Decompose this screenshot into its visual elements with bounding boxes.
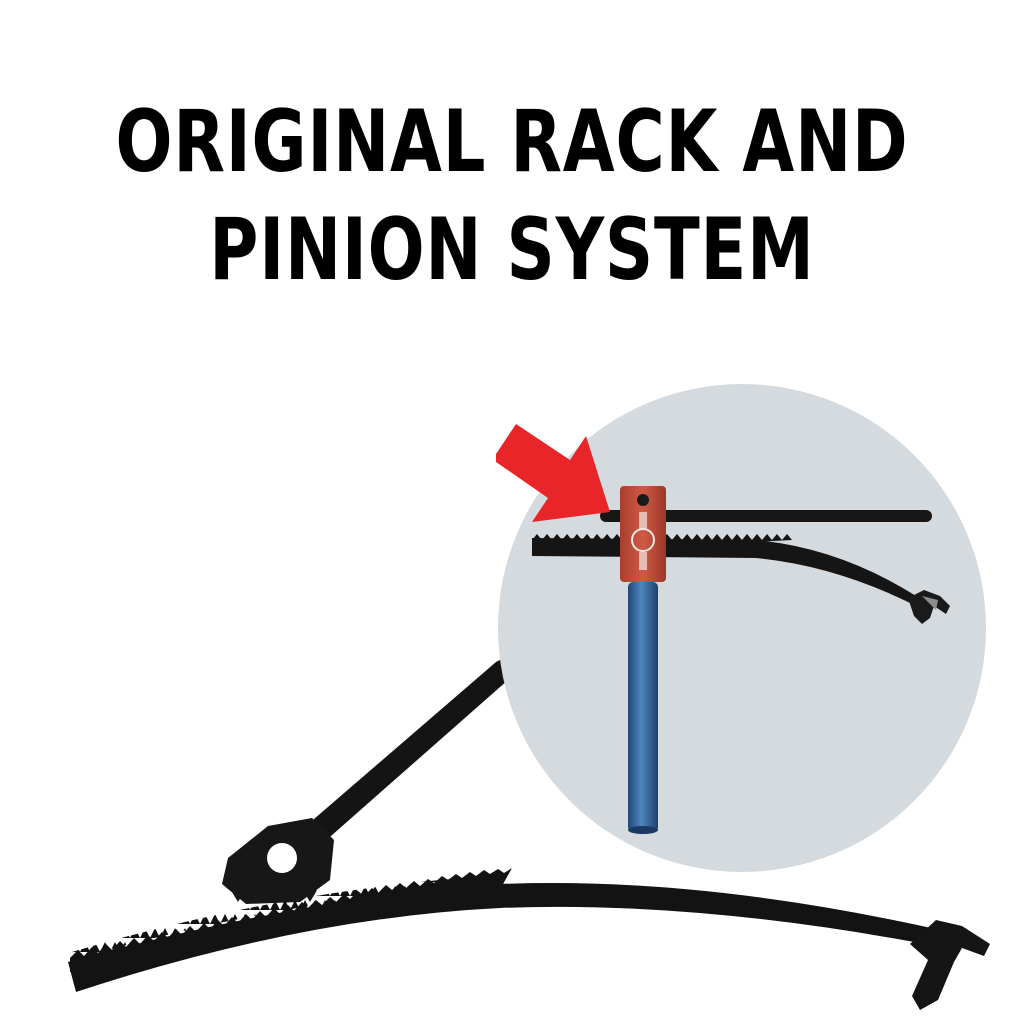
headline: ORIGINAL RACK AND PINION SYSTEM xyxy=(113,88,912,304)
arrow-icon xyxy=(496,424,610,522)
pinion-hole xyxy=(267,843,297,873)
inset-circle xyxy=(498,384,986,872)
blue-handle xyxy=(628,582,658,834)
large-tool xyxy=(68,659,990,1010)
headline-line-1: ORIGINAL RACK AND xyxy=(115,92,909,192)
pinion-block xyxy=(620,486,666,582)
large-rack-claw xyxy=(910,920,990,1010)
detail-inset xyxy=(498,384,986,872)
large-lever-bar xyxy=(292,659,514,858)
large-rack-bar xyxy=(68,868,990,1010)
headline-line-2: PINION SYSTEM xyxy=(209,200,815,300)
inset-rack-claw xyxy=(908,590,950,624)
pinion-block-bolt xyxy=(637,494,649,506)
inset-rod xyxy=(600,510,932,522)
large-pinion-head xyxy=(222,818,334,904)
